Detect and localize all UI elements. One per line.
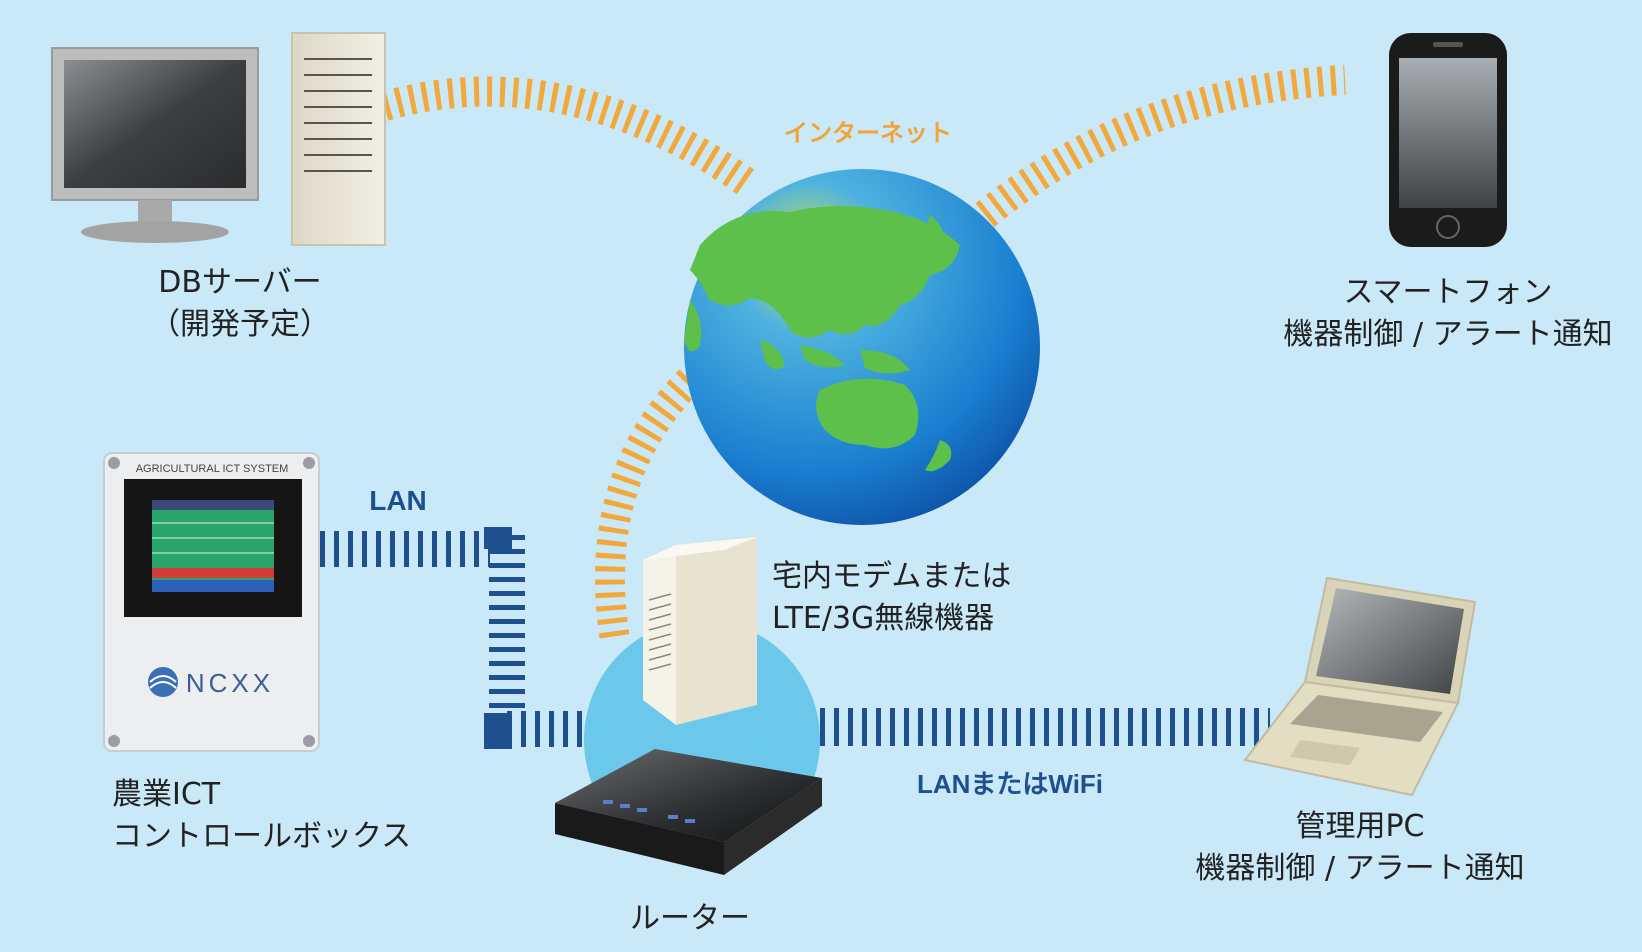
lan-label: LAN — [369, 485, 427, 516]
db-server-label: DBサーバー （開発予定） — [100, 262, 380, 346]
control-box-label-line2: コントロールボックス — [112, 819, 412, 854]
router-label: ルーター — [590, 898, 790, 940]
admin-pc-label-line1: 管理用PC — [1295, 809, 1425, 844]
modem-label-line2: LTE/3G無線機器 — [772, 601, 995, 636]
modem-label-line1: 宅内モデムまたは — [772, 559, 1012, 594]
control-box-brand: NCXX — [186, 668, 274, 698]
admin-pc-label-line2: 機器制御 / アラート通知 — [1195, 851, 1525, 886]
internet-label: インターネット — [784, 119, 952, 147]
control-box-panel-header: AGRICULTURAL ICT SYSTEM — [136, 463, 289, 475]
db-server-label-line2: （開発予定） — [150, 307, 330, 342]
control-box-label-line1: 農業ICT — [112, 777, 221, 812]
smartphone-icon — [1389, 33, 1507, 247]
smartphone-label-line1: スマートフォン — [1343, 275, 1553, 310]
internet-link-db — [367, 76, 759, 198]
smartphone-label-line2: 機器制御 / アラート通知 — [1283, 317, 1613, 352]
control-box-label: 農業ICT コントロールボックス — [112, 774, 411, 858]
lan-link-controlbox — [278, 527, 595, 749]
db-monitor-icon — [51, 47, 259, 243]
internet-link-smartphone — [975, 65, 1346, 227]
admin-pc-label: 管理用PC 機器制御 / アラート通知 — [1170, 806, 1550, 890]
globe-icon — [684, 169, 1040, 525]
modem-icon — [643, 537, 757, 725]
db-server-tower-icon — [291, 32, 386, 246]
modem-label: 宅内モデムまたは LTE/3G無線機器 — [772, 556, 1011, 640]
laptop-icon — [1243, 576, 1477, 797]
control-box-icon — [103, 452, 320, 752]
lan-or-wifi-label: LANまたはWiFi — [917, 769, 1103, 799]
db-server-label-line1: DBサーバー — [158, 265, 322, 300]
router-icon — [555, 749, 822, 875]
smartphone-label: スマートフォン 機器制御 / アラート通知 — [1258, 272, 1638, 356]
router-label-text: ルーター — [630, 901, 750, 936]
